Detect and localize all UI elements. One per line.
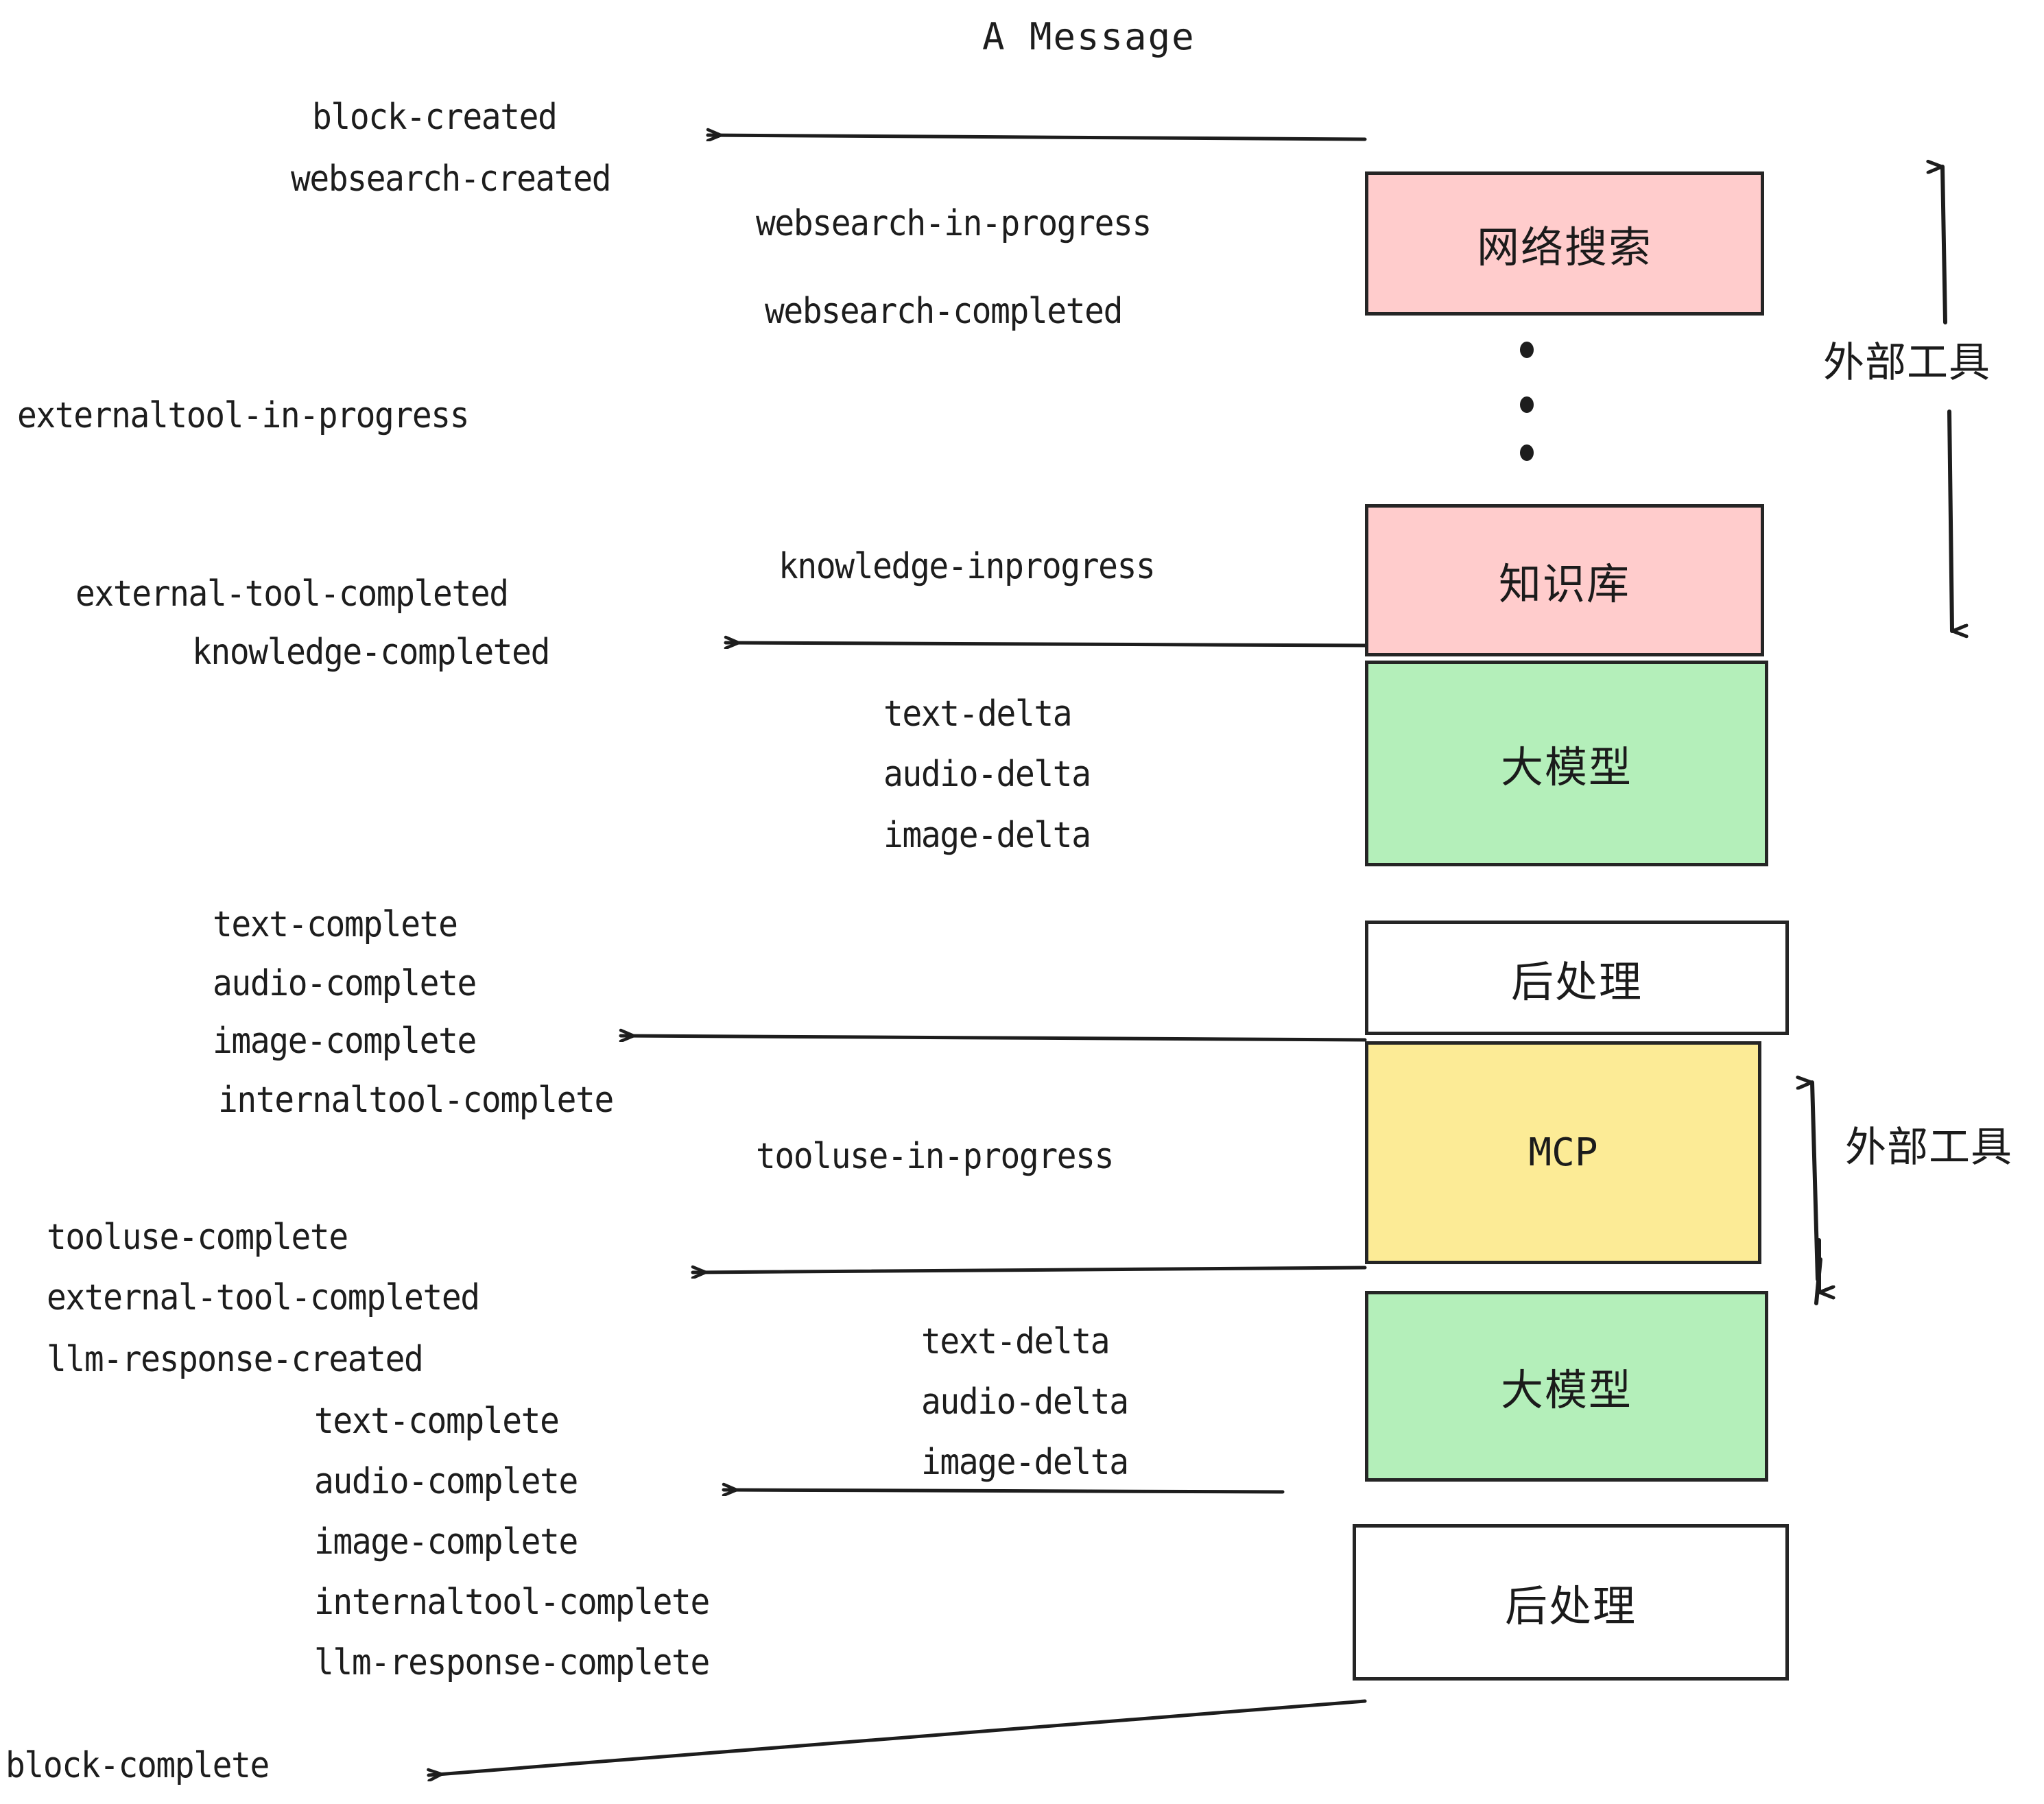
event-externaltool-in-progress: externaltool-in-progress	[17, 395, 470, 436]
node-postprocessing-top[interactable]: 后处理	[1365, 921, 1789, 1035]
event-block-created: block-created	[312, 97, 558, 138]
arrow-knowledge-to-left	[724, 643, 1367, 645]
event-audio-complete-2: audio-complete	[314, 1461, 578, 1502]
event-tooluse-in-progress: tooluse-in-progress	[756, 1136, 1114, 1177]
event-internaltool-complete-1: internaltool-complete	[218, 1080, 614, 1121]
event-websearch-created: websearch-created	[291, 158, 612, 200]
ellipsis-dot-2	[1520, 396, 1534, 413]
event-image-complete-1: image-complete	[213, 1021, 477, 1062]
arrow-websearch-to-left	[706, 135, 1367, 139]
event-tooluse-complete: tooluse-complete	[47, 1217, 348, 1258]
event-audio-complete-1: audio-complete	[213, 963, 477, 1004]
side-label-external-tool-bottom: 外部工具	[1845, 1124, 2012, 1172]
node-llm-bottom[interactable]: 大模型	[1365, 1291, 1768, 1482]
event-external-tool-completed-1: external-tool-completed	[75, 573, 509, 615]
ellipsis-dot-3	[1520, 444, 1534, 461]
event-audio-delta-1: audio-delta	[883, 754, 1091, 795]
event-text-delta-2: text-delta	[921, 1321, 1110, 1362]
node-mcp[interactable]: MCP	[1365, 1041, 1761, 1264]
side-label-external-tool-top: 外部工具	[1823, 339, 1990, 387]
node-knowledge[interactable]: 知识库	[1365, 504, 1764, 656]
event-image-complete-2: image-complete	[314, 1521, 578, 1563]
bracket-external-tool-top	[1942, 167, 1952, 631]
event-llm-response-created: llm-response-created	[47, 1339, 424, 1380]
ellipsis-dot-1	[1520, 342, 1534, 358]
event-websearch-in-progress: websearch-in-progress	[756, 203, 1152, 244]
event-knowledge-inprogress: knowledge-inprogress	[779, 546, 1156, 587]
event-text-complete-1: text-complete	[213, 904, 458, 945]
event-image-delta-1: image-delta	[883, 815, 1091, 856]
node-knowledge-label: 知识库	[1498, 559, 1630, 609]
node-mcp-label: MCP	[1528, 1130, 1598, 1175]
arrow-llm-bottom-to-left	[722, 1490, 1285, 1492]
event-text-complete-2: text-complete	[314, 1401, 560, 1442]
arrow-postproc-bottom-to-left	[429, 1699, 1367, 1775]
event-websearch-completed: websearch-completed	[765, 291, 1123, 332]
event-block-complete: block-complete	[5, 1745, 270, 1786]
event-llm-response-complete: llm-response-complete	[314, 1642, 710, 1683]
event-internaltool-complete-2: internaltool-complete	[314, 1582, 710, 1623]
event-external-tool-completed-2: external-tool-completed	[47, 1277, 480, 1318]
arrow-mcp-to-left	[691, 1268, 1367, 1272]
bracket-external-tool-bottom-down	[1818, 1242, 1822, 1290]
node-websearch-label: 网络搜索	[1476, 222, 1652, 272]
node-websearch[interactable]: 网络搜索	[1365, 171, 1764, 316]
event-knowledge-completed: knowledge-completed	[192, 632, 550, 673]
node-llm-top[interactable]: 大模型	[1365, 661, 1768, 866]
node-llm-bottom-label: 大模型	[1500, 1365, 1632, 1415]
arrow-postproc-top-to-left	[619, 1036, 1367, 1040]
bracket-external-tool-bottom	[1812, 1082, 1822, 1305]
node-postprocessing-bottom-label: 后处理	[1504, 1581, 1637, 1631]
node-postprocessing-bottom[interactable]: 后处理	[1353, 1524, 1789, 1681]
event-audio-delta-2: audio-delta	[921, 1381, 1129, 1423]
event-text-delta-1: text-delta	[883, 693, 1073, 735]
page-title: A Message	[982, 15, 1196, 58]
event-image-delta-2: image-delta	[921, 1442, 1129, 1483]
node-llm-top-label: 大模型	[1500, 742, 1632, 792]
node-postprocessing-top-label: 后处理	[1510, 956, 1643, 1007]
